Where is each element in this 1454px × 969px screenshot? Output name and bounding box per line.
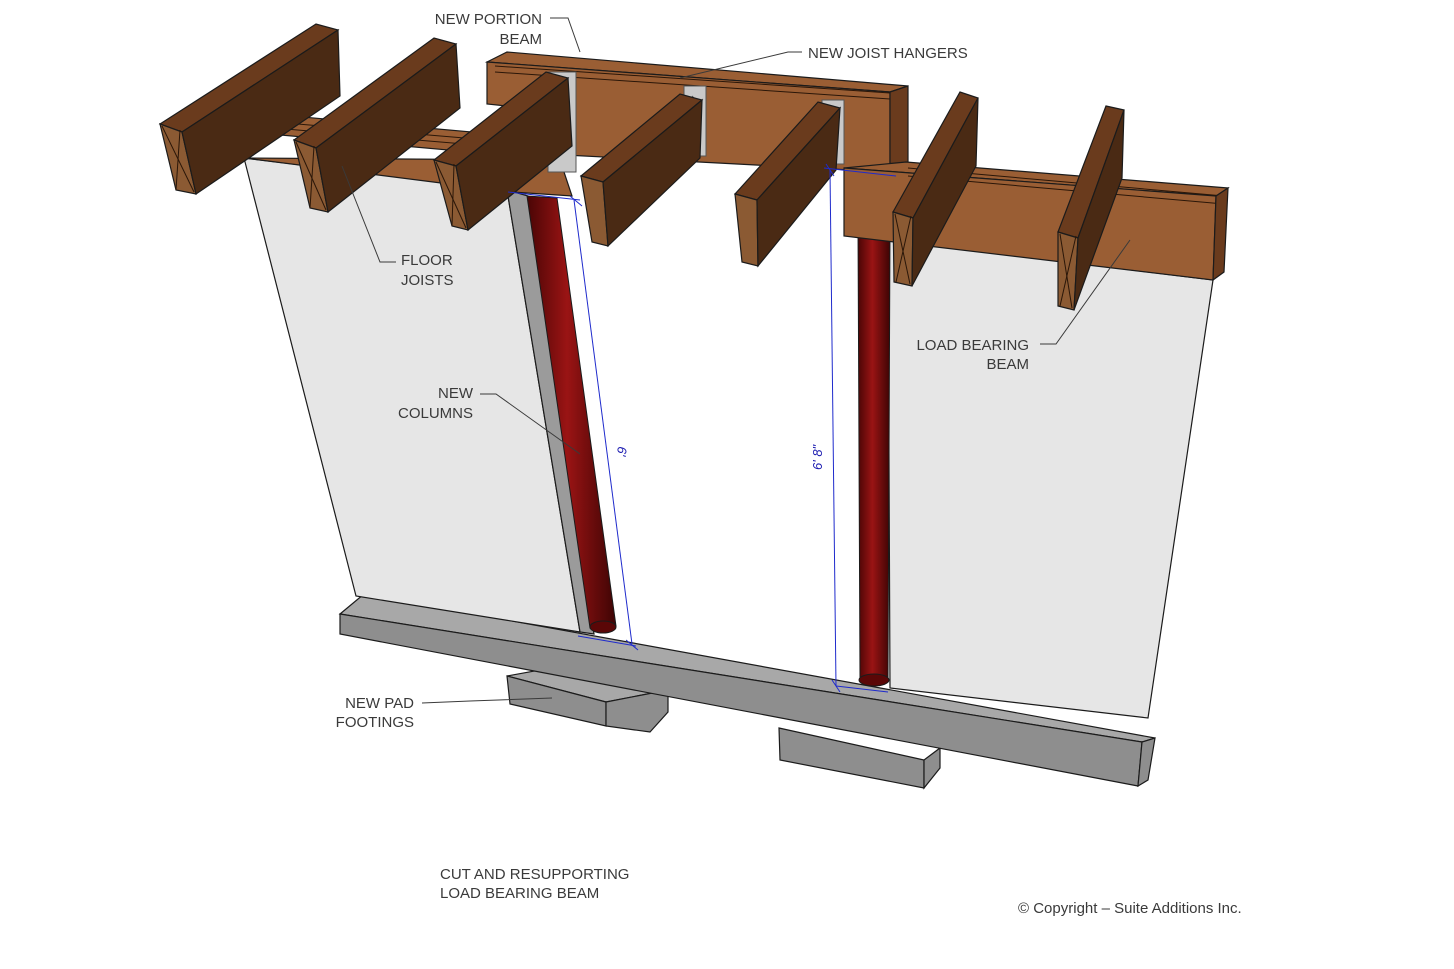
leader-new-portion-beam [550, 17, 581, 53]
leader-new-joist-hangers [679, 51, 802, 79]
label-floor-joists-line2: JOISTS [401, 272, 454, 289]
label-new-columns-line1: NEW [438, 385, 474, 402]
copyright-notice: © Copyright – Suite Additions Inc. [1018, 900, 1242, 917]
caption-line2: LOAD BEARING BEAM [440, 885, 599, 902]
leader-new-pad-footings [421, 697, 553, 704]
floor-joist-7 [1057, 105, 1125, 311]
floor-joist-2 [292, 37, 461, 214]
leader-load-bearing-beam [1040, 239, 1131, 345]
column-left [526, 195, 617, 634]
label-new-joist-hangers: NEW JOIST HANGERS [808, 45, 968, 62]
floor-joist-1 [158, 23, 341, 195]
label-floor-joists-line1: FLOOR [401, 252, 453, 269]
floor-joist-3 [432, 71, 573, 232]
right-column-height-label: 6' 8" [810, 443, 825, 470]
floor-joist-4 [579, 93, 704, 248]
label-load-bearing-beam-line1: LOAD BEARING [916, 337, 1029, 354]
dimension-left: 6' [507, 191, 639, 651]
label-new-columns-line2: COLUMNS [398, 405, 473, 422]
label-new-portion-beam-line1: NEW PORTION [435, 11, 542, 28]
wall-right [887, 239, 1214, 719]
leader-floor-joists [341, 165, 396, 263]
caption-line1: CUT AND RESUPPORTING [440, 866, 629, 883]
left-column-height-label: 6' [614, 446, 630, 458]
foundation-wall-slab [338, 593, 1156, 788]
pad-footing-right [778, 727, 941, 790]
leader-new-columns [480, 393, 581, 455]
column-right [857, 225, 891, 687]
dimension-right: 6' 8" [810, 163, 897, 693]
label-new-pad-footings-line1: NEW PAD [345, 695, 414, 712]
floor-joist-5 [733, 101, 842, 268]
wall-left [243, 157, 595, 635]
label-load-bearing-beam-line2: BEAM [986, 356, 1029, 373]
floor-joist-6 [892, 91, 979, 287]
label-new-portion-beam-line2: BEAM [499, 31, 542, 48]
label-new-pad-footings-line2: FOOTINGS [336, 714, 414, 731]
